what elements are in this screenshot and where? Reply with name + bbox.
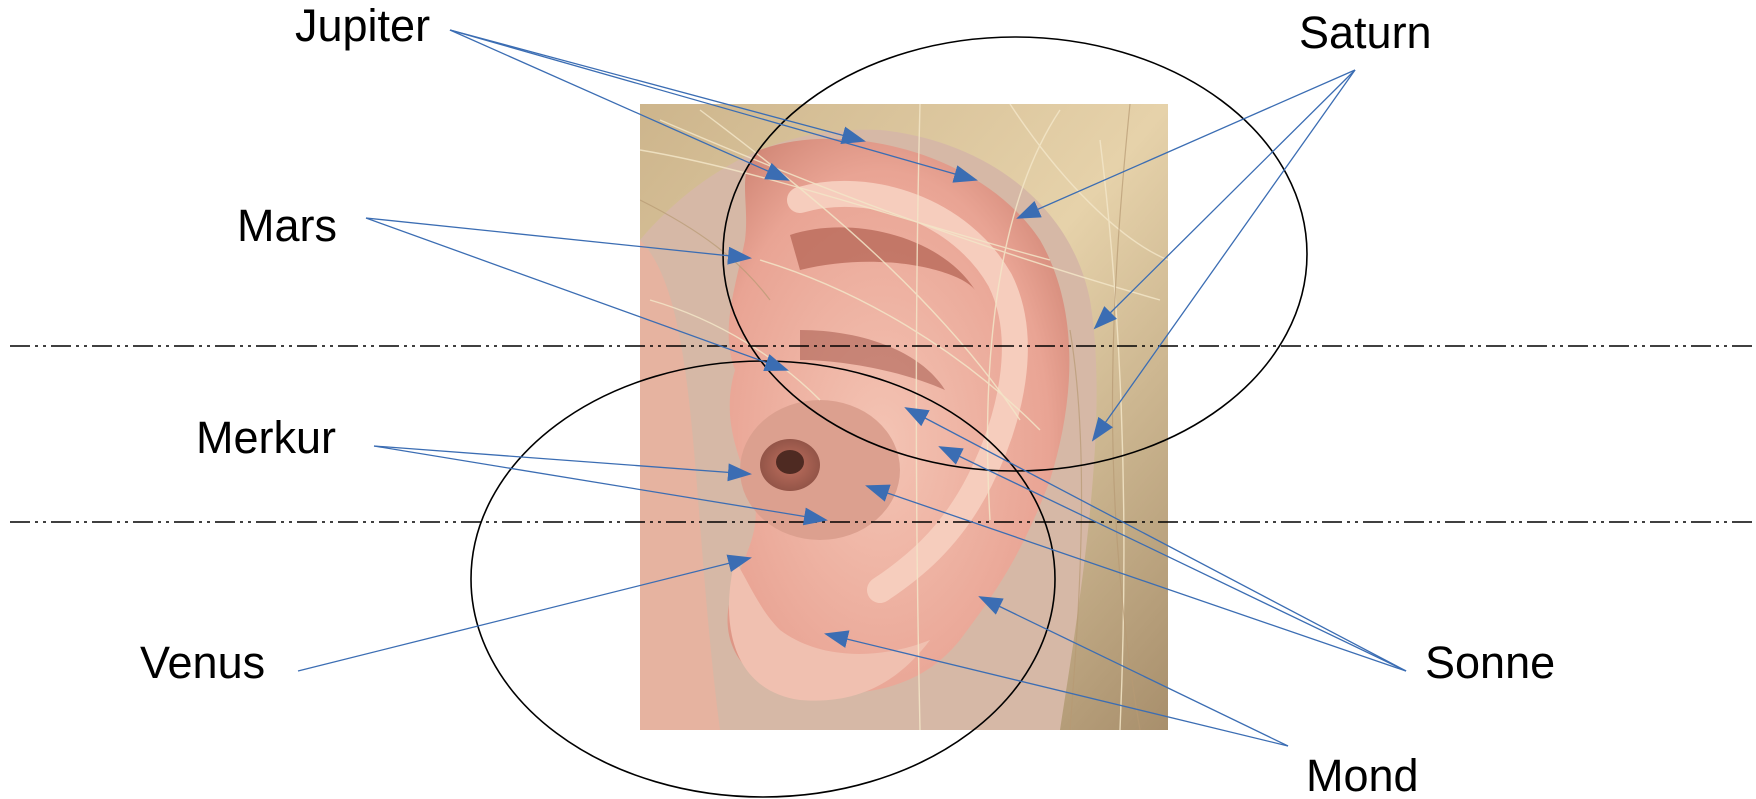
label-merkur: Merkur — [196, 412, 336, 463]
label-venus: Venus — [140, 637, 265, 688]
label-mond: Mond — [1306, 750, 1419, 799]
label-sonne: Sonne — [1425, 637, 1555, 688]
label-jupiter: Jupiter — [295, 0, 430, 51]
ear-photo — [640, 104, 1168, 730]
label-saturn: Saturn — [1299, 7, 1432, 58]
label-mars: Mars — [237, 200, 337, 251]
